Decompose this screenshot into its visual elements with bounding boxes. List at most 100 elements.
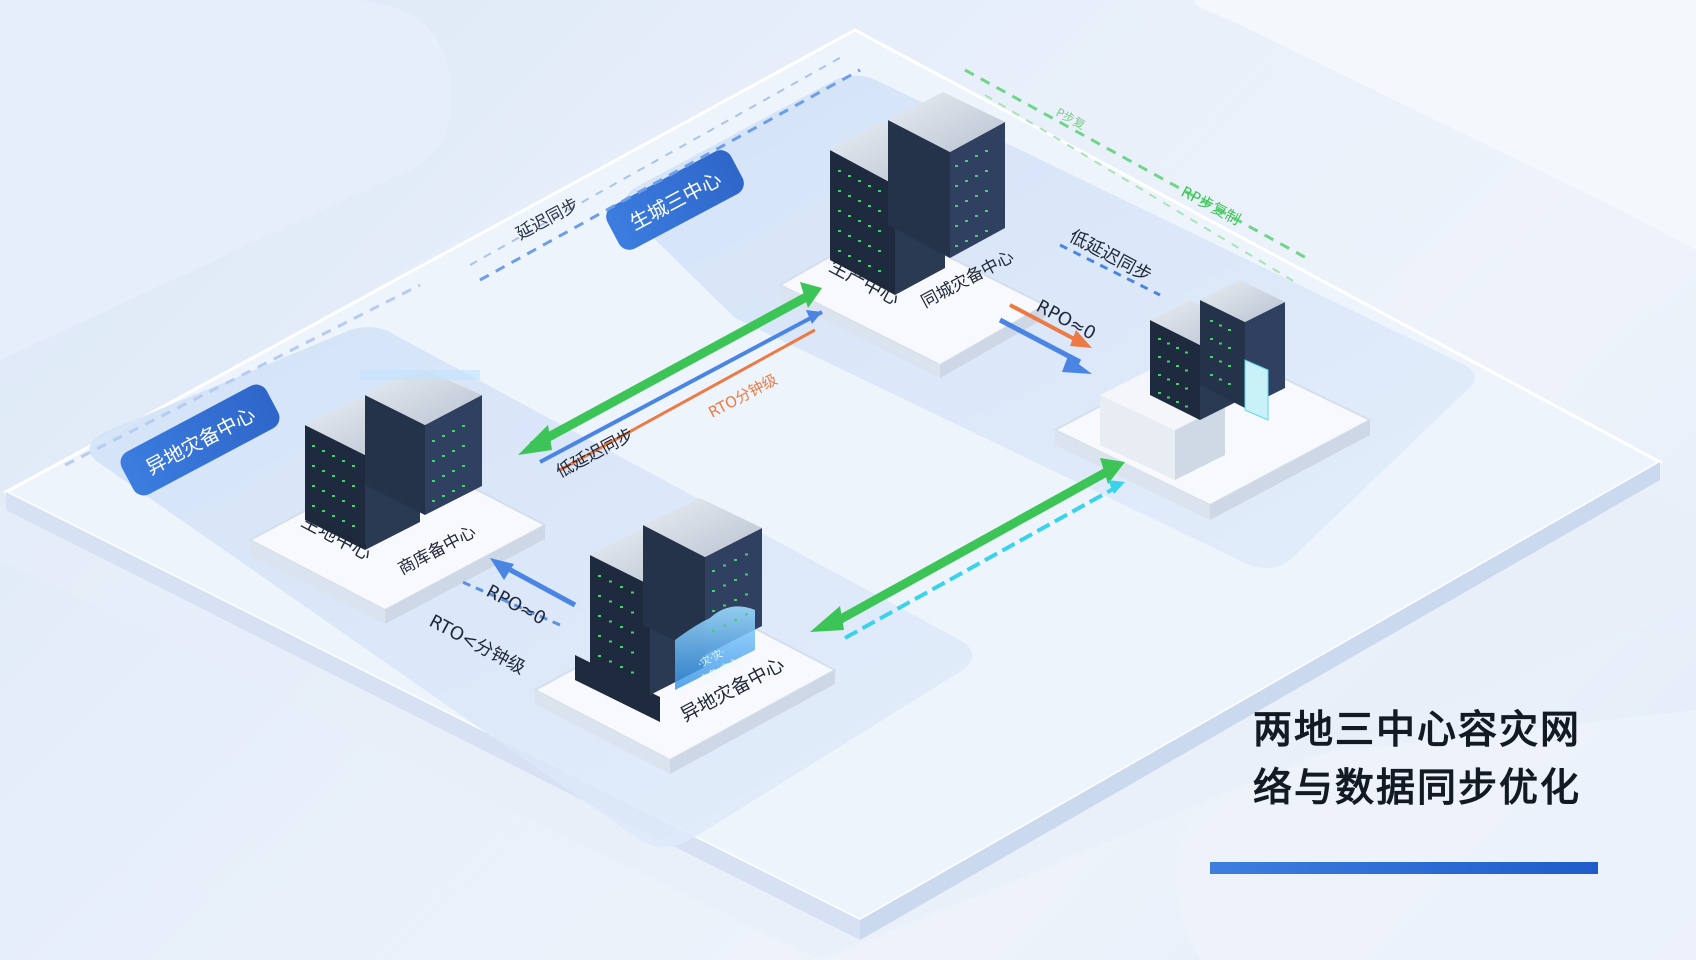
async-dashed-line [964,68,1311,262]
server-led [462,465,465,467]
server-led [1228,383,1231,385]
green-arrowhead-left [518,425,552,455]
server-led [620,606,623,608]
server-led [745,553,748,556]
server-led [332,495,335,497]
server-led [1167,342,1170,345]
server-led [955,185,958,187]
server-led [442,475,445,477]
title-block: 两地三中心容灾网 络与数据同步优化 [1253,702,1613,818]
server-led [631,591,634,594]
server-led [452,450,455,452]
server-led [975,175,978,177]
server-led [631,671,634,674]
server-led [1158,392,1161,394]
server-led [848,195,851,197]
server-led [598,575,601,577]
server-led [1219,342,1222,345]
server-led [745,593,748,596]
server-led [985,170,988,172]
server-led [848,255,851,257]
server-led [965,240,968,242]
server-led [1185,369,1188,372]
server-led [955,205,958,207]
server-led [723,604,726,607]
server-led [312,465,315,467]
server-led [452,490,455,492]
server-led [985,190,988,192]
server-led [1167,360,1170,363]
server-led [878,270,881,272]
server-led [965,160,968,162]
server-led [1219,378,1222,381]
production-building [777,92,1048,378]
server-led [1228,365,1231,367]
platform-edge-right [860,462,1660,940]
server-led [620,586,623,588]
server-led [868,265,871,267]
server-led [1158,356,1161,358]
server-led [1185,387,1188,390]
server-led [352,485,355,487]
server-led [462,445,465,447]
server-led [712,630,715,632]
server-led [858,240,861,242]
server-led [1210,374,1213,376]
server-led [723,584,726,587]
server-led [352,505,355,507]
async-repl-label-small: P步复 [1054,105,1088,132]
server-led [620,626,623,628]
server-led [631,631,634,634]
server-led [838,230,841,232]
server-led [712,590,715,592]
bg-pane-left [0,0,450,360]
server-led [712,610,715,612]
server-led [1228,329,1231,331]
green-arrowhead-right [800,282,822,308]
server-led [955,165,958,167]
server-led [838,170,841,172]
server-led [712,570,715,572]
server-led [452,470,455,472]
server-led [848,175,851,177]
server-led [332,455,335,457]
server-led [838,190,841,192]
server-led [609,600,612,603]
server-led [442,455,445,457]
server-led [352,465,355,467]
server-led [342,480,345,482]
server-led [868,185,871,187]
server-led [868,225,871,227]
remote-dr-building [532,498,838,774]
title-underline-bar [1210,862,1598,874]
server-led [1167,378,1170,381]
server-led [598,635,601,637]
server-led [723,564,726,567]
server-led [1176,383,1179,385]
server-led [985,230,988,232]
server-led [598,595,601,597]
server-led [312,485,315,487]
server-led [868,205,871,207]
server-led [975,235,978,237]
server-led [1210,356,1213,358]
server-led [1158,338,1161,340]
server-led [342,500,345,502]
server-led [432,460,435,462]
server-led [312,445,315,447]
server-led [312,505,315,507]
server-led [878,230,881,232]
server-led [848,235,851,237]
server-led [609,620,612,623]
server-led [878,190,881,192]
bg-pane-right [1194,0,1696,250]
server-led [975,155,978,157]
server-led [1210,320,1213,322]
server-led [734,559,737,561]
server-led [745,573,748,576]
server-led [452,430,455,432]
server-led [342,460,345,462]
server-led [598,655,601,657]
server-led [848,215,851,217]
server-led [332,515,335,517]
